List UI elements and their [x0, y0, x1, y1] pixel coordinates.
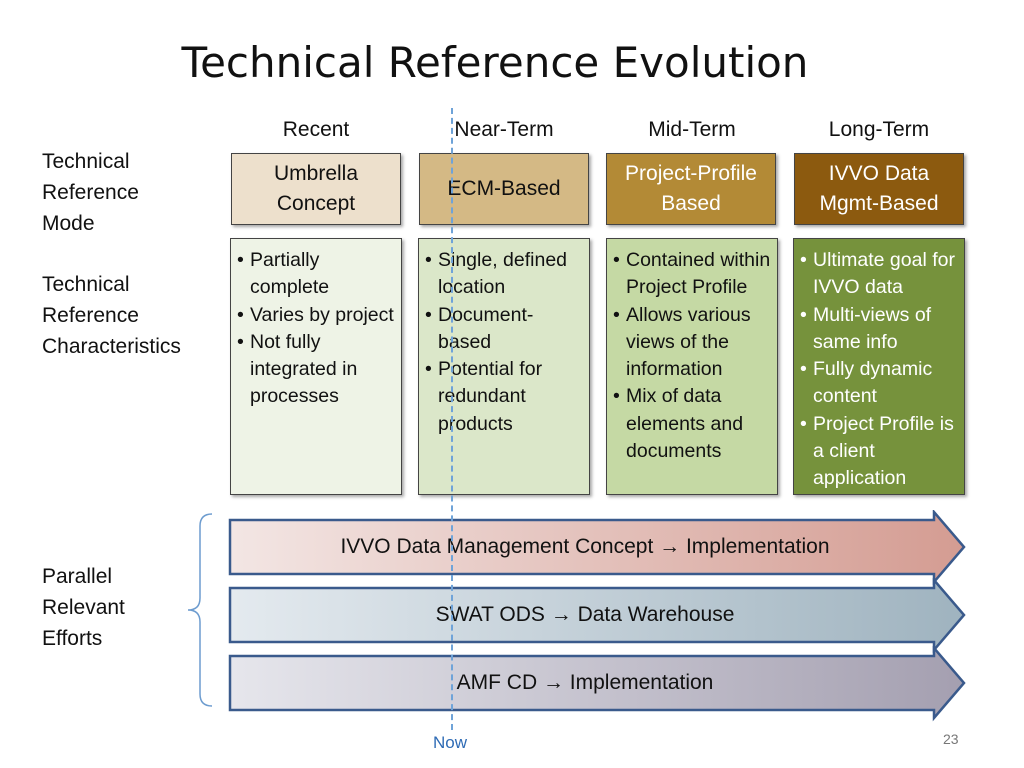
- characteristic-item: Contained within Project Profile: [613, 247, 773, 302]
- mode-label: Umbrella Concept: [273, 162, 359, 215]
- effort-label: IVVO Data Management Concept → Implement…: [340, 535, 830, 558]
- effort-label: AMF CD → Implementation: [456, 671, 714, 694]
- column-header-long-term: Long-Term: [828, 118, 930, 141]
- mode-box-recent: Umbrella Concept: [231, 153, 401, 225]
- now-marker-line: [451, 108, 453, 730]
- characteristic-item: Document-based: [425, 302, 585, 357]
- characteristic-item: Mix of data elements and documents: [613, 383, 773, 465]
- arrow-shape: [228, 578, 966, 654]
- mode-label: ECM-Based: [447, 177, 561, 200]
- row-label-characteristics: Technical Reference Characteristics: [42, 273, 181, 358]
- characteristics-box-long-term: Ultimate goal for IVVO data Multi-views …: [793, 238, 965, 495]
- now-label: Now: [433, 733, 468, 752]
- mode-label: IVVO Data Mgmt-Based: [819, 162, 939, 215]
- bracket-shape: [187, 513, 213, 707]
- characteristics-box-mid-term: Contained within Project Profile Allows …: [606, 238, 778, 495]
- characteristic-item: Multi-views of same info: [800, 302, 960, 357]
- characteristic-item: Allows various views of the information: [613, 302, 773, 384]
- mode-box-near-term: ECM-Based: [419, 153, 589, 225]
- characteristics-list: Ultimate goal for IVVO data Multi-views …: [800, 247, 960, 493]
- characteristic-item: Fully dynamic content: [800, 356, 960, 411]
- characteristic-item: Not fully integrated in processes: [237, 329, 397, 411]
- mode-box-long-term: IVVO Data Mgmt-Based: [794, 153, 964, 225]
- characteristics-list: Contained within Project Profile Allows …: [613, 247, 773, 465]
- column-header-near-term: Near-Term: [454, 118, 554, 141]
- row-label-mode: Technical Reference Mode: [42, 150, 139, 235]
- effort-arrow-ivvo: IVVO Data Management Concept → Implement…: [228, 510, 970, 586]
- characteristics-box-recent: Partially complete Varies by project Not…: [230, 238, 402, 495]
- column-header-mid-term: Mid-Term: [648, 118, 736, 141]
- mode-label: Project-Profile Based: [625, 162, 757, 215]
- characteristic-item: Potential for redundant products: [425, 356, 585, 438]
- characteristic-item: Single, defined location: [425, 247, 585, 302]
- column-header-recent: Recent: [282, 118, 350, 141]
- characteristics-list: Partially complete Varies by project Not…: [237, 247, 397, 411]
- characteristics-list: Single, defined location Document-based …: [425, 247, 585, 438]
- row-label-parallel: Parallel Relevant Efforts: [42, 565, 125, 650]
- effort-arrow-swat: SWAT ODS → Data Warehouse: [228, 578, 970, 654]
- effort-label: SWAT ODS → Data Warehouse: [435, 603, 735, 626]
- effort-arrow-amf: AMF CD → Implementation: [228, 646, 970, 722]
- characteristics-box-near-term: Single, defined location Document-based …: [418, 238, 590, 495]
- page-number: 23: [943, 731, 959, 747]
- mode-box-mid-term: Project-Profile Based: [606, 153, 776, 225]
- arrow-shape: [228, 646, 966, 722]
- characteristic-item: Partially complete: [237, 247, 397, 302]
- characteristic-item: Project Profile is a client application: [800, 411, 960, 493]
- arrow-shape: [228, 510, 966, 586]
- characteristic-item: Ultimate goal for IVVO data: [800, 247, 960, 302]
- slide-title: Technical Reference Evolution: [181, 38, 809, 87]
- characteristic-item: Varies by project: [237, 302, 397, 330]
